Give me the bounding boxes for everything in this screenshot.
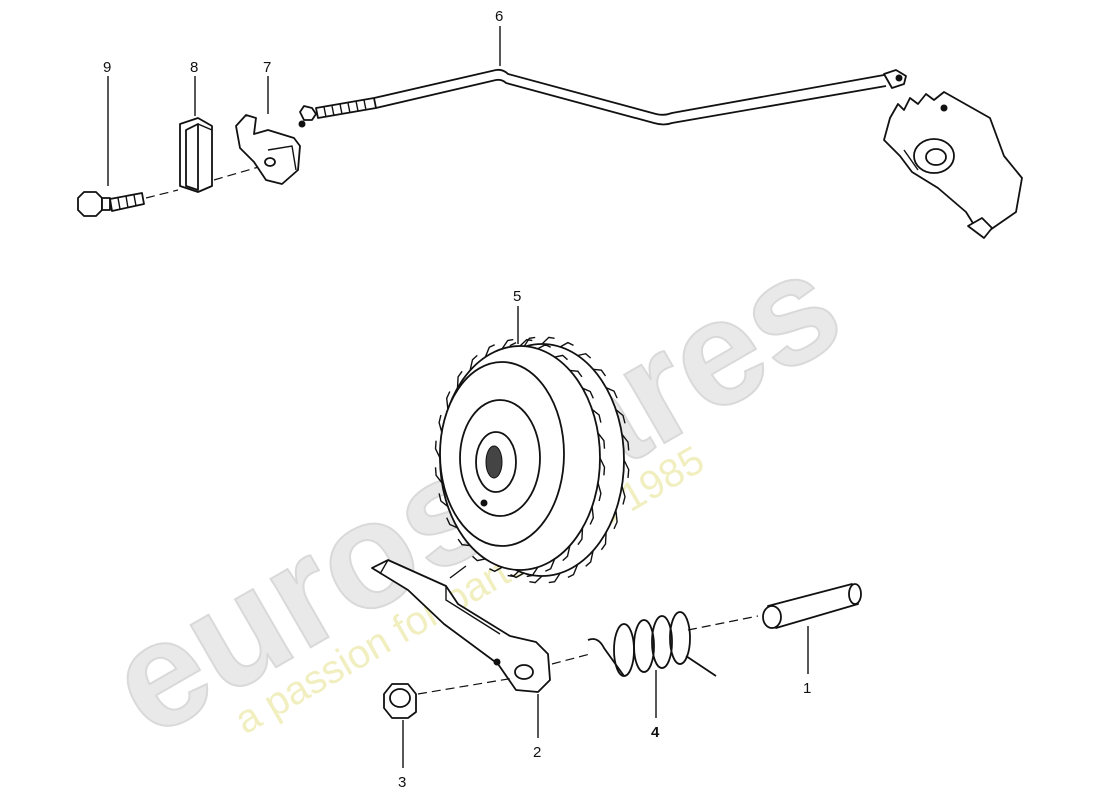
callout-1: 1: [803, 680, 811, 697]
part-3-nut[interactable]: [383, 683, 417, 719]
part-5-sprocket[interactable]: [434, 336, 630, 584]
leader-4-1: [687, 615, 759, 631]
leader-8-7: [213, 165, 263, 181]
part-2-arm[interactable]: [371, 559, 551, 693]
leader-3-2: [417, 677, 515, 695]
part-8-block[interactable]: [179, 117, 213, 193]
callout-8: 8: [190, 59, 198, 76]
callout-5: 5: [513, 288, 521, 305]
part-1-pin[interactable]: [762, 583, 862, 629]
part-6-rod[interactable]: [299, 68, 907, 126]
callout-leaders: [107, 26, 809, 768]
leader-2-4: [551, 653, 591, 665]
callout-7: 7: [263, 59, 271, 76]
leader-9-8: [145, 189, 179, 199]
callout-6: 6: [495, 8, 503, 25]
part-4-spring[interactable]: [587, 611, 717, 677]
part-7-lever[interactable]: [235, 114, 306, 185]
part-9-bolt[interactable]: [77, 191, 145, 217]
callout-9: 9: [103, 59, 111, 76]
callout-3: 3: [398, 774, 406, 791]
callout-4: 4: [651, 724, 660, 741]
sprocket-teeth: [434, 338, 606, 578]
callout-2: 2: [533, 744, 541, 761]
sector-plate[interactable]: [883, 91, 1023, 239]
